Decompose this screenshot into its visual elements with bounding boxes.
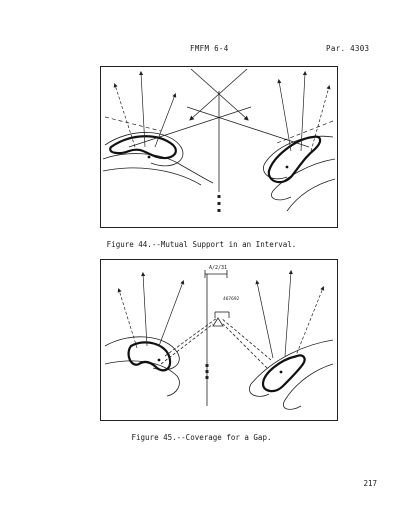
figure-44-diagram — [100, 66, 338, 228]
header-paragraph: Par. 4303 — [326, 44, 370, 53]
grid-label: 467692 — [223, 296, 240, 302]
header-manual: FMFM 6-4 — [190, 44, 229, 53]
figure-45-caption: Figure 45.--Coverage for a Gap. — [131, 433, 272, 442]
figure-44-caption: Figure 44.--Mutual Support in an Interva… — [106, 240, 297, 249]
unit-label: A/2/31 — [209, 265, 227, 271]
page-number: 217 — [363, 479, 377, 488]
figure-45-diagram: A/2/31 467692 — [100, 259, 338, 421]
